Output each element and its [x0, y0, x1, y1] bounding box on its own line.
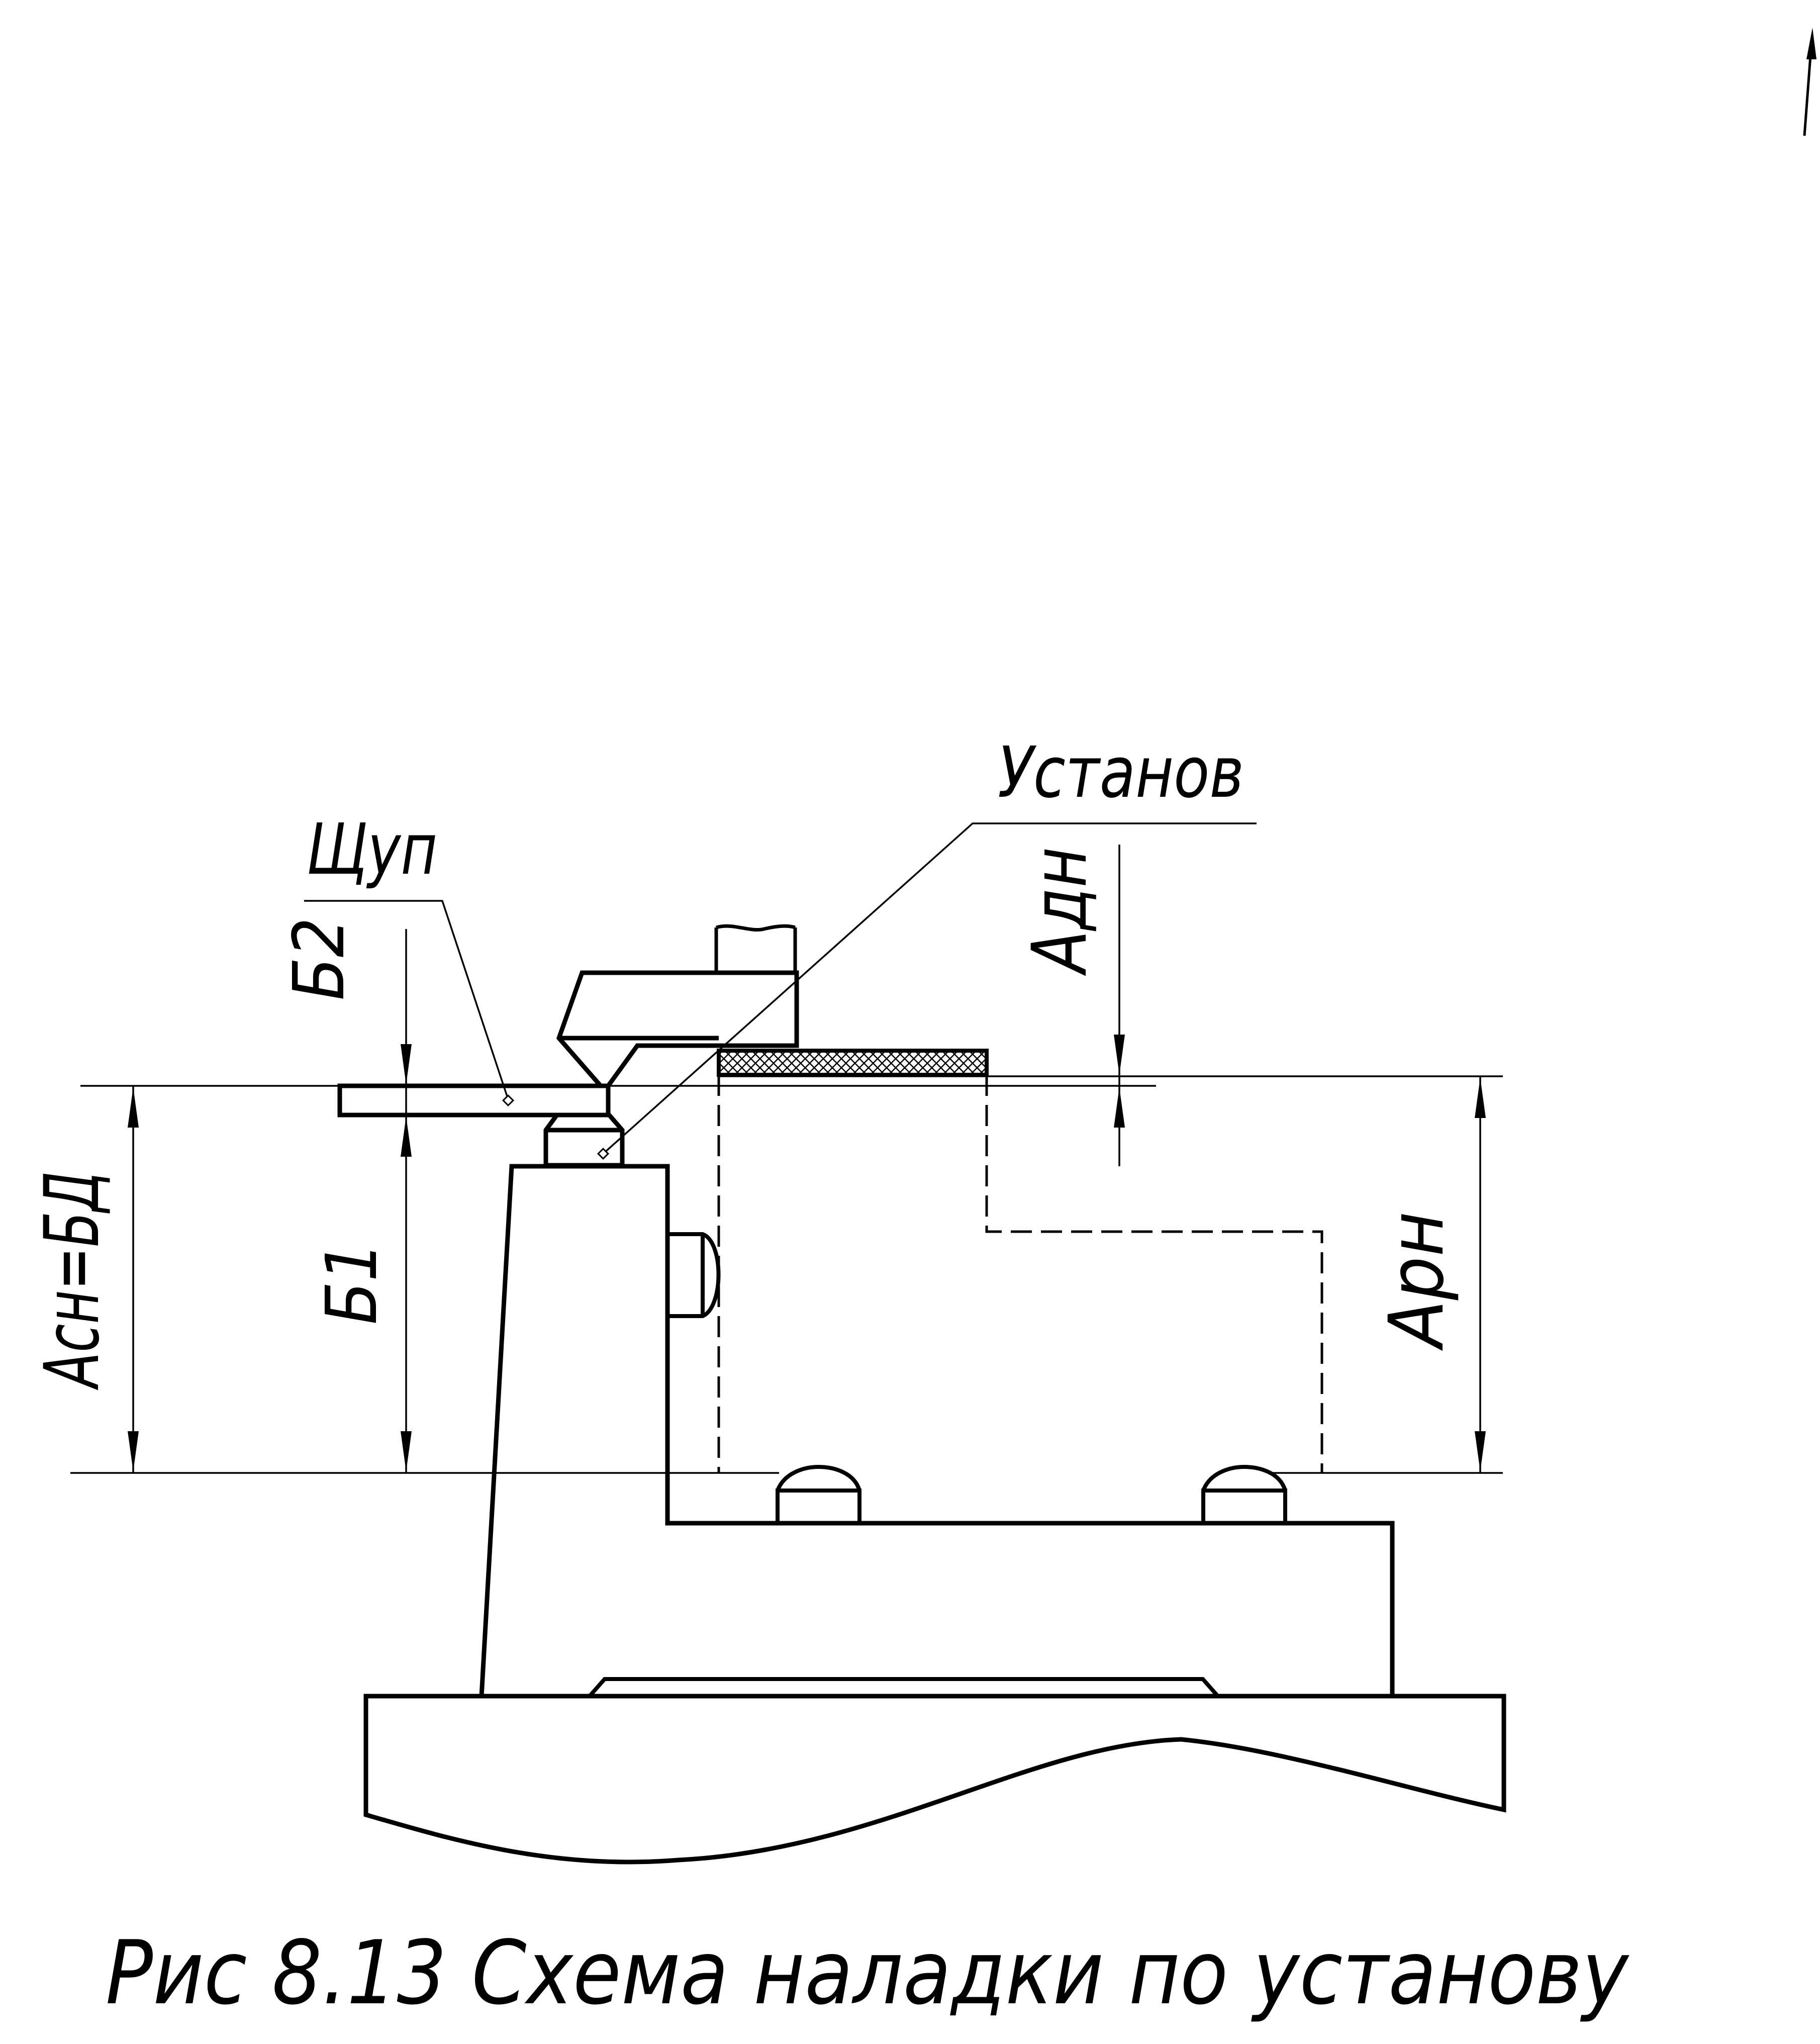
cutter — [556, 970, 799, 1088]
setter-block — [543, 1112, 625, 1168]
a-sn-bd-label: Асн=БД — [29, 1171, 116, 1390]
probe-label: Щуп — [307, 809, 437, 891]
support-button-left — [776, 1464, 861, 1523]
a-dn-label: Адн — [1016, 847, 1104, 976]
cutter-shank — [714, 924, 797, 973]
workpiece-hatched-layer — [717, 1049, 989, 1077]
dimension-arrowheads — [128, 1035, 1486, 1471]
b1-label: Б1 — [311, 1242, 393, 1325]
table-slide — [588, 1677, 1219, 1698]
a-rn-label: Арн — [1373, 1212, 1461, 1351]
b2-label: Б2 — [278, 917, 360, 1000]
support-button-right — [1201, 1464, 1287, 1523]
leader-lines — [304, 822, 1257, 1155]
reference-lines — [70, 1075, 1503, 1474]
setter-label: Установ — [998, 732, 1244, 814]
feeler-gauge — [337, 1083, 611, 1118]
fixture-body — [479, 1164, 1395, 1697]
corner-arrow-icon — [1803, 28, 1816, 136]
leader-dots — [502, 1094, 610, 1160]
base-table — [363, 1694, 1506, 1865]
side-pin — [667, 1232, 721, 1318]
workpiece-dashed-outline — [717, 1075, 1323, 1473]
figure-caption: Рис 8.13 Схема наладки по установу — [106, 1922, 1630, 2024]
